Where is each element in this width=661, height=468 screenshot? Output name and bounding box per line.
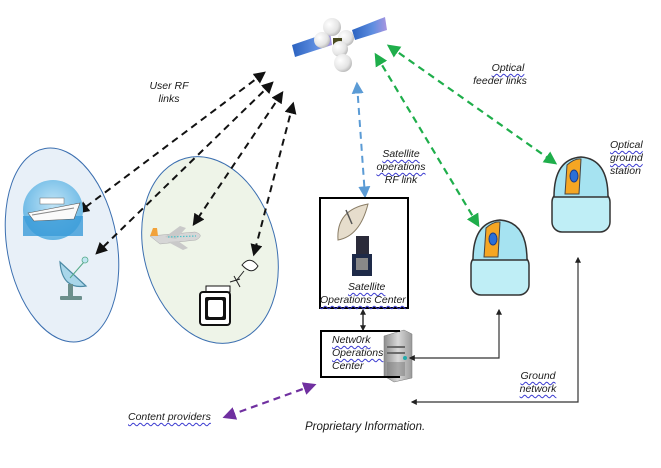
satellite-ops-rf-link: [351, 81, 371, 199]
content-providers-link: [222, 382, 317, 420]
optical-ground-station-label: Optical ground station: [610, 139, 643, 177]
small-dish-icon: [229, 259, 259, 288]
satellite-operations-center-label: Satellite Operations Center: [320, 281, 406, 306]
network-operations-center-box: [320, 330, 400, 378]
optical-feeder-links: [374, 44, 558, 228]
optical-link-station-2: [386, 44, 558, 165]
satellite-icon: [292, 17, 387, 72]
network-operations-center-label: Netw0rk Operations Center: [332, 334, 384, 372]
cruise-ship-icon: [23, 180, 83, 240]
dish-antenna-icon: [59, 256, 89, 300]
ground-network-lines: [408, 256, 581, 405]
rf-link-small-dish: [250, 101, 297, 257]
optical-feeder-links-label: Optical feeder links: [473, 62, 527, 87]
airplane-icon: [149, 226, 201, 250]
satellite-ops-rf-link-label: Satellite operations RF link: [376, 148, 426, 186]
maritime-coverage-area: [4, 147, 120, 343]
aero-coverage-area: [141, 156, 279, 344]
ground-network-label: Ground network: [519, 370, 557, 395]
station2-noc-link: [410, 256, 581, 405]
user-rf-links: [77, 71, 297, 257]
user-rf-links-label: User RF links: [149, 80, 189, 105]
observatory-dome-icon-2: [551, 156, 611, 233]
tv-icon: [199, 285, 231, 326]
observatory-dome-icon-1: [470, 219, 530, 296]
satellite-operations-center-box: [319, 197, 409, 309]
proprietary-footer: Proprietary Information.: [305, 421, 426, 433]
content-providers-label: Content providers: [128, 411, 211, 423]
noc-station1-link: [408, 308, 502, 361]
ground-dish-icon: [337, 203, 372, 276]
